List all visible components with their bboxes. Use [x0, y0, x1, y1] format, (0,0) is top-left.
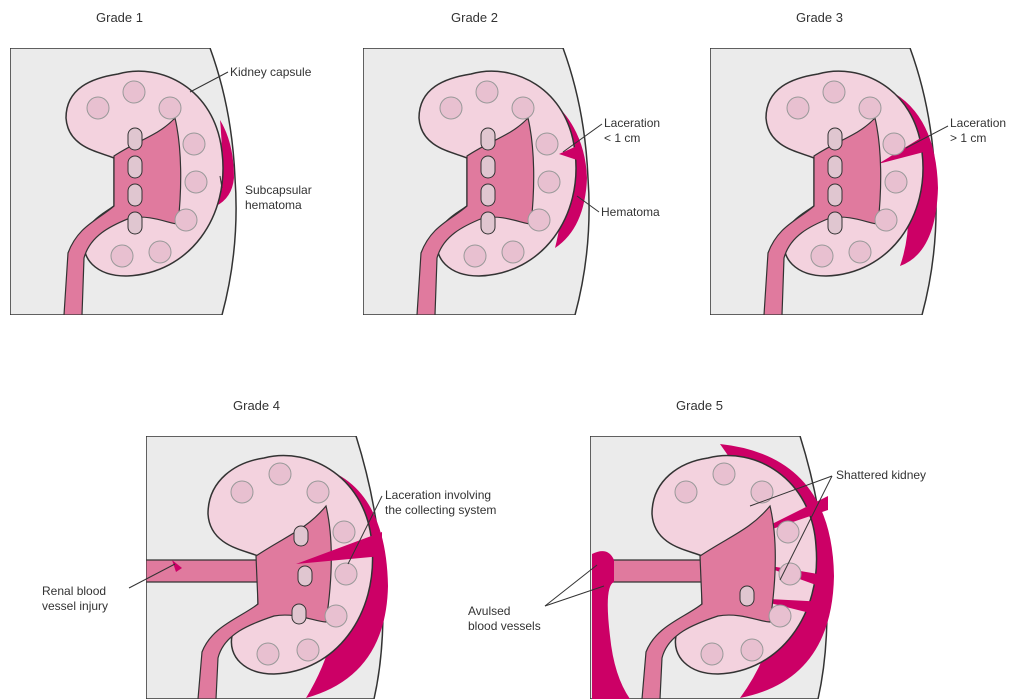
label-hematoma: Hematoma: [601, 205, 660, 220]
label-subcapsular-hematoma: Subcapsular hematoma: [245, 183, 312, 213]
label-laceration-lt1cm: Laceration < 1 cm: [604, 116, 660, 146]
label-kidney-capsule: Kidney capsule: [230, 65, 311, 80]
label-shattered-kidney: Shattered kidney: [836, 468, 926, 483]
leader-laceration-lt1: [563, 124, 602, 152]
leader-kidney-capsule: [190, 72, 228, 92]
leader-laceration-collecting: [348, 496, 382, 564]
leader-hematoma: [577, 196, 599, 212]
label-avulsed-blood-vessels: Avulsed blood vessels: [468, 604, 541, 634]
leader-laceration-gt1: [906, 126, 948, 148]
leader-avulsed-2: [545, 586, 604, 606]
label-renal-vessel-injury: Renal blood vessel injury: [42, 584, 108, 614]
label-laceration-collecting-system: Laceration involving the collecting syst…: [385, 488, 496, 518]
leader-vessel-injury: [129, 564, 175, 588]
leader-subcapsular-hematoma: [220, 176, 222, 188]
label-laceration-gt1cm: Laceration > 1 cm: [950, 116, 1006, 146]
leader-avulsed-1: [545, 565, 597, 606]
leader-shattered-2: [780, 476, 832, 580]
